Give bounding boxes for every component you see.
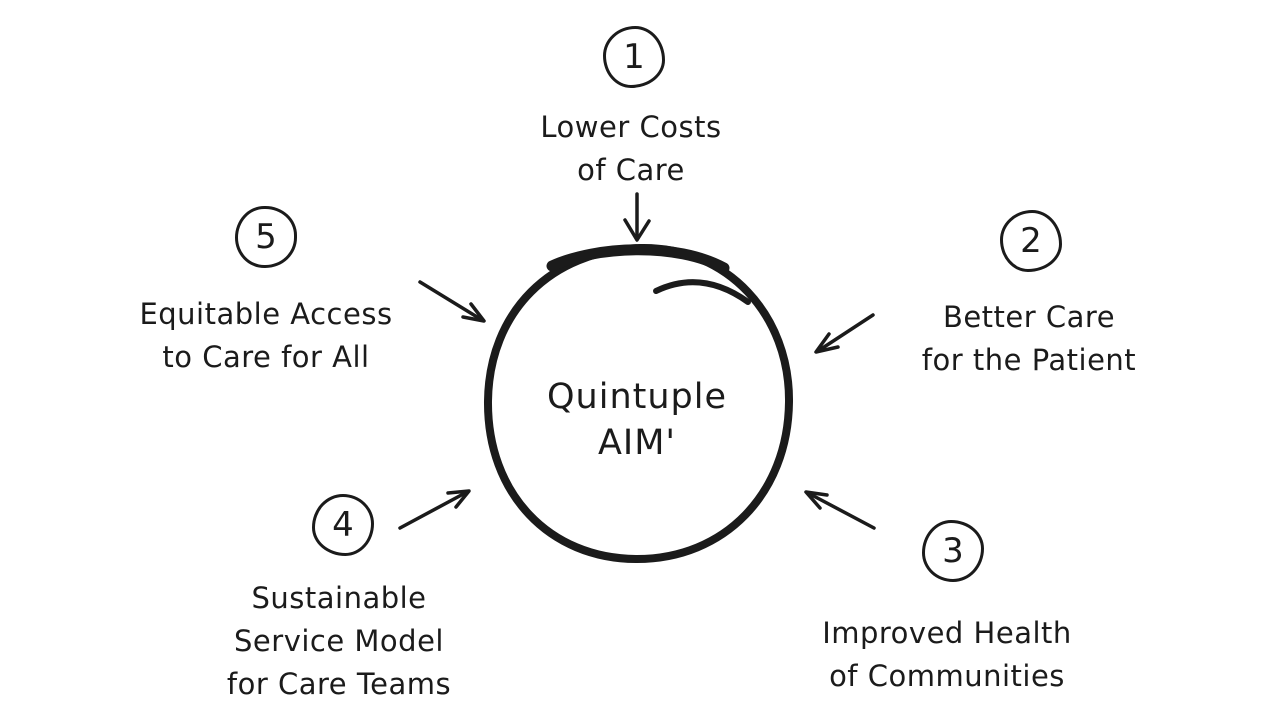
item-5-number: 5 <box>255 217 277 257</box>
item-1-number: 1 <box>623 37 645 77</box>
arrow-up-left-icon <box>804 490 876 530</box>
item-3-label: Improved Health of Communities <box>772 612 1122 698</box>
item-1-number-badge: 1 <box>603 26 665 88</box>
arrow-down-left-icon <box>814 313 875 354</box>
item-1-label-line2: of Care <box>577 153 685 187</box>
item-5-label-line1: Equitable Access <box>139 297 393 331</box>
item-4-number: 4 <box>332 505 354 545</box>
item-2-label-line2: for the Patient <box>921 343 1137 377</box>
center-title: Quintuple AIM' <box>487 374 787 466</box>
item-3-number-badge: 3 <box>922 520 984 582</box>
item-3-label-line2: of Communities <box>829 659 1065 693</box>
item-2-number-badge: 2 <box>1000 210 1062 272</box>
item-3-number: 3 <box>942 531 964 571</box>
item-2-label: Better Care for the Patient <box>854 296 1204 382</box>
arrow-down-icon <box>623 192 651 242</box>
item-4-number-badge: 4 <box>312 494 374 556</box>
item-2-number: 2 <box>1020 221 1042 261</box>
item-4-label-line1: Sustainable <box>251 581 427 615</box>
item-5-number-badge: 5 <box>235 206 297 268</box>
item-1-label-line1: Lower Costs <box>540 110 722 144</box>
item-4-label-line2: Service Model <box>234 624 444 658</box>
center-circle-outline <box>483 243 794 563</box>
arrow-up-right-icon <box>398 489 471 530</box>
item-5-label: Equitable Access to Care for All <box>91 293 441 379</box>
item-1-label: Lower Costs of Care <box>461 106 801 192</box>
item-2-label-line1: Better Care <box>942 300 1116 334</box>
item-4-label: Sustainable Service Model for Care Teams <box>164 577 514 706</box>
item-4-label-line3: for Care Teams <box>226 667 452 701</box>
item-5-label-line2: to Care for All <box>162 340 370 374</box>
center-title-line1: Quintuple <box>546 377 728 417</box>
item-3-label-line1: Improved Health <box>822 616 1072 650</box>
arrow-down-right-icon <box>418 280 486 323</box>
center-title-line2: AIM' <box>597 423 677 463</box>
